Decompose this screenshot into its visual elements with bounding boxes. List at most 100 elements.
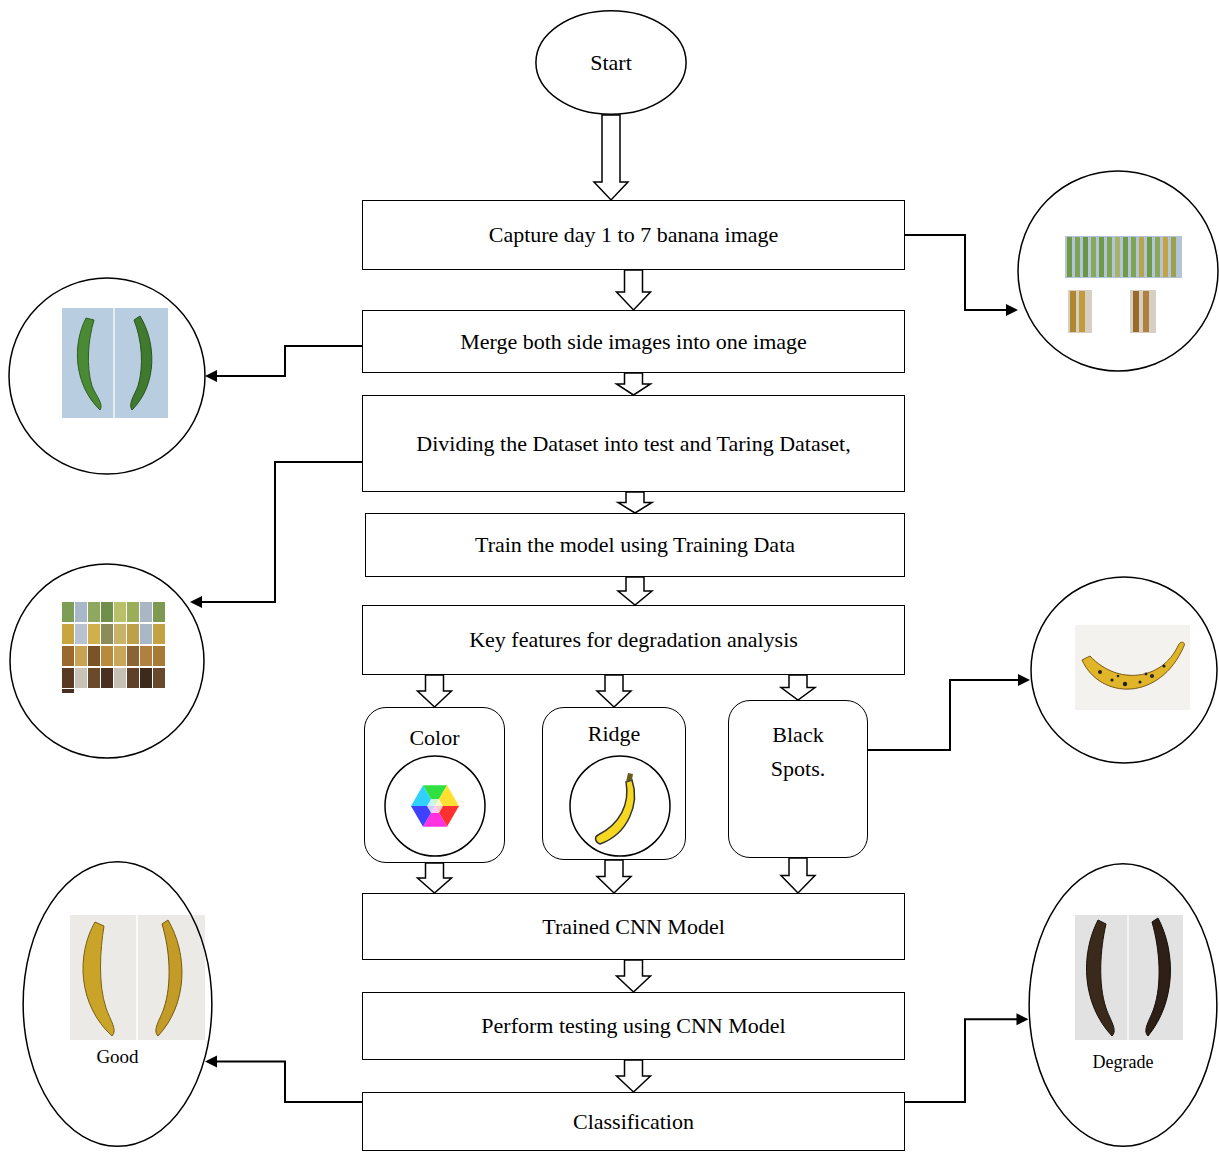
terminal-ellipse: Start — [535, 10, 687, 115]
banana-photo-grid — [1163, 237, 1168, 277]
feature-box: Color — [364, 707, 505, 863]
spotted-banana-photo — [1082, 642, 1184, 689]
arrowhead — [205, 1056, 217, 1068]
dataset-grid — [101, 602, 113, 622]
merged-banana-photo — [113, 308, 115, 418]
node-label: Degrade — [1028, 1051, 1218, 1074]
leader-line — [201, 235, 1019, 750]
block-arrow — [617, 960, 651, 992]
picture-circle — [9, 171, 1218, 763]
color-hexagon-icon — [427, 799, 443, 813]
node-label: Color — [409, 724, 459, 752]
leader-line — [216, 346, 362, 376]
picture-circle — [1018, 171, 1218, 371]
banana-photo-grid — [1171, 237, 1176, 277]
block-arrow — [618, 492, 652, 513]
color-hexagon-icon — [385, 756, 485, 856]
degraded-banana-photo — [1146, 918, 1171, 1036]
node-label: Ridge — [588, 720, 641, 748]
banana-photo-grid — [1147, 237, 1152, 277]
dataset-grid — [114, 624, 126, 644]
banana-photo-grid — [1143, 291, 1149, 332]
dataset-grid — [62, 602, 74, 622]
dataset-grid — [101, 668, 113, 688]
leader-arrowhead — [1006, 304, 1018, 316]
arrowhead — [1016, 1013, 1028, 1025]
degraded-banana-photo — [1075, 915, 1183, 1040]
dataset-grid — [127, 668, 139, 688]
banana-photo-grid — [1115, 237, 1120, 277]
good-banana-photo — [70, 915, 205, 1040]
block-arrow — [617, 1060, 651, 1092]
feature-box: Black Spots. — [728, 700, 868, 858]
block-arrow — [781, 675, 815, 700]
node-label: Classification — [573, 1108, 694, 1136]
leader-line — [905, 235, 1007, 310]
node-label: Dividing the Dataset into test and Tarin… — [416, 430, 850, 458]
leader-arrowhead — [205, 370, 217, 382]
node-label: Capture day 1 to 7 banana image — [489, 221, 779, 249]
spotted-banana-photo — [1075, 625, 1190, 710]
dataset-grid — [140, 646, 152, 666]
degraded-banana-photo — [1127, 915, 1129, 1040]
spotted-banana-photo — [1162, 664, 1165, 667]
block-arrow — [597, 860, 631, 893]
banana-ridge-icon — [626, 773, 633, 782]
dataset-grid — [62, 602, 165, 693]
flow-connector — [905, 1019, 1017, 1102]
node-label: Black Spots. — [758, 718, 838, 786]
banana-photo-grid — [1075, 237, 1080, 277]
leader-arrowhead — [190, 596, 202, 608]
flow-connector — [205, 1056, 362, 1102]
dataset-grid — [153, 624, 165, 644]
dataset-grid — [88, 646, 100, 666]
dataset-grid — [127, 602, 139, 622]
banana-photo-grid — [1067, 237, 1072, 277]
process-box: Merge both side images into one image — [362, 310, 905, 373]
banana-photo-grid — [1130, 290, 1156, 333]
banana-photo-grid — [1107, 237, 1112, 277]
dataset-grid — [101, 646, 113, 666]
ellipse-outline — [1028, 862, 1218, 1148]
banana-photo-grid — [1079, 291, 1085, 332]
banana-photo-grid — [1065, 236, 1182, 278]
ellipse-outline — [536, 11, 686, 115]
banana-photo-grid — [1065, 236, 1182, 333]
process-box: Train the model using Training Data — [365, 513, 905, 577]
spotted-banana-photo — [1098, 670, 1102, 674]
banana-ridge-icon — [570, 756, 670, 856]
dataset-grid — [88, 668, 100, 688]
picture-circle — [10, 564, 204, 758]
dataset-grid — [88, 602, 100, 622]
dataset-grid — [62, 646, 74, 666]
spotted-banana-photo — [1145, 673, 1148, 676]
dataset-grid — [140, 668, 152, 688]
spotted-banana-photo — [1110, 678, 1113, 681]
picture-circle — [1031, 577, 1217, 763]
merged-banana-photo — [131, 316, 152, 410]
result-circle: Good — [22, 860, 213, 1148]
node-label: Key features for degradation analysis — [469, 626, 798, 654]
spotted-banana-photo — [1123, 682, 1127, 686]
dataset-grid — [153, 668, 165, 688]
feature-box: Ridge — [542, 707, 686, 860]
block-arrow — [597, 675, 631, 707]
node-label: Start — [590, 49, 632, 77]
degraded-banana-photo — [1086, 920, 1114, 1036]
banana-photo-grid — [1091, 237, 1096, 277]
color-hexagon-icon — [385, 756, 485, 856]
spotted-banana-photo — [1117, 675, 1120, 678]
leader-arrowhead — [190, 304, 1030, 686]
banana-ridge-icon — [570, 756, 670, 856]
dataset-grid — [140, 602, 152, 622]
degraded-banana-photo — [1075, 915, 1183, 1040]
result-circle: Degrade — [1028, 862, 1218, 1148]
ellipse-outline — [22, 860, 213, 1148]
merged-banana-photo — [62, 308, 168, 418]
block-arrow — [618, 577, 652, 605]
flow-connector — [216, 1062, 362, 1102]
dataset-grid — [62, 624, 74, 644]
leader-line — [868, 680, 1019, 750]
picture-circle — [9, 278, 205, 474]
